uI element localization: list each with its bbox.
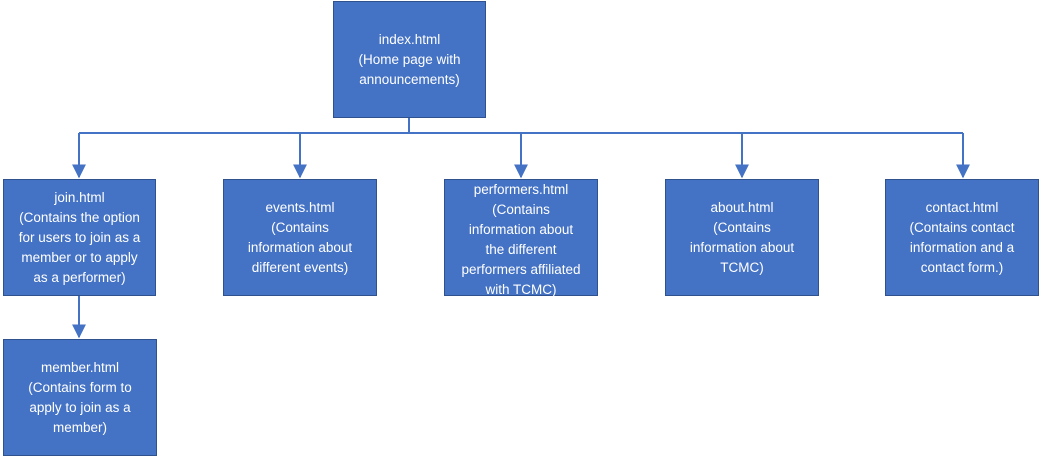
node-performers-desc-line-1: (Contains — [492, 202, 550, 217]
node-index-desc-line-1: (Home page with — [358, 51, 461, 67]
node-join-desc-line-1: (Contains the option — [19, 209, 140, 225]
node-about-title: about.html — [710, 199, 774, 215]
node-about-desc-line-2: information about — [689, 239, 795, 255]
node-performers-title: performers.html — [473, 182, 569, 197]
node-contact-html: contact.html (Contains contact informati… — [885, 179, 1039, 296]
node-join-html: join.html (Contains the option for users… — [3, 179, 156, 296]
node-join-desc-line-3: member or to apply — [21, 249, 138, 265]
node-index-desc-line-2: announcements) — [359, 71, 460, 87]
node-performers-desc-line-3: the different — [485, 242, 557, 257]
node-member-title: member.html — [40, 359, 120, 375]
node-member-html: member.html (Contains form to apply to j… — [3, 339, 157, 456]
node-performers-desc-line-2: information about — [468, 222, 574, 237]
node-join-desc-line-4: as a performer) — [33, 269, 126, 285]
node-performers-html: performers.html (Contains information ab… — [444, 179, 598, 297]
node-events-html: events.html (Contains information about … — [223, 179, 377, 296]
node-about-desc-line-3: TCMC) — [720, 259, 764, 275]
node-events-title: events.html — [265, 199, 335, 215]
node-performers-desc-line-5: with TCMC) — [485, 282, 557, 297]
node-events-desc-line-1: (Contains — [271, 219, 329, 235]
node-index-title: index.html — [378, 31, 441, 47]
node-performers-desc-line-4: performers affiliated — [461, 262, 581, 277]
node-contact-desc-line-3: contact form.) — [920, 259, 1004, 275]
node-contact-desc-line-1: (Contains contact — [909, 219, 1015, 235]
node-contact-title: contact.html — [925, 199, 999, 215]
node-index-html: index.html (Home page with announcements… — [333, 1, 486, 118]
node-join-desc-line-2: for users to join as a — [18, 229, 141, 245]
node-member-desc-line-3: member) — [52, 419, 107, 435]
node-about-html: about.html (Contains information about T… — [665, 179, 819, 296]
node-member-desc-line-1: (Contains form to — [28, 379, 132, 395]
node-member-desc-line-2: apply to join as a — [29, 399, 131, 415]
node-events-desc-line-3: different events) — [251, 259, 349, 275]
node-events-desc-line-2: information about — [247, 239, 353, 255]
node-contact-desc-line-2: information and a — [909, 239, 1015, 255]
node-about-desc-line-1: (Contains — [713, 219, 771, 235]
node-join-title: join.html — [54, 189, 105, 205]
